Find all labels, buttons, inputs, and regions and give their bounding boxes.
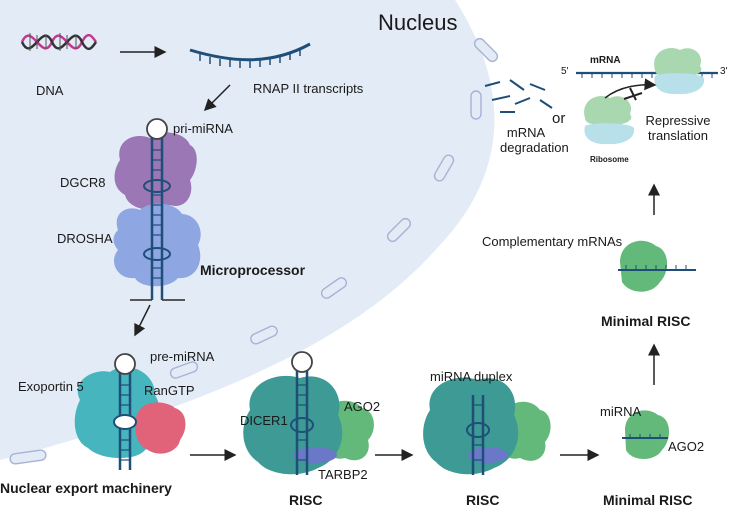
risc-duplex-complex — [423, 377, 551, 475]
rnap-label: RNAP II transcripts — [253, 81, 364, 96]
drosha-protein — [113, 203, 201, 287]
ribosome-large-top — [654, 48, 702, 77]
ago2-label-bottom: AGO2 — [668, 439, 705, 454]
nucleus-label: Nucleus — [378, 10, 458, 35]
nuclear-export-label: Nuclear export machinery — [0, 480, 172, 496]
dna-helix-icon — [20, 33, 98, 51]
mirna-duplex-label: miRNA duplex — [430, 369, 513, 384]
risc-dicer-complex — [243, 351, 374, 475]
minimal-risc-mid-label: Minimal RISC — [601, 313, 691, 329]
nucleus-region — [0, 0, 495, 460]
rangtp-label: RanGTP — [144, 383, 195, 398]
pri-mirna-label: pri-miRNA — [173, 121, 233, 136]
microprocessor-label: Microprocessor — [200, 262, 306, 278]
arrow-rnap-to-pri — [203, 84, 231, 112]
arrow-micro-to-export — [134, 304, 151, 337]
ago2-label-top: AGO2 — [344, 399, 381, 414]
nuclear-membrane — [9, 37, 499, 465]
minimal-risc-bottom — [622, 410, 670, 459]
drosha-label: DROSHA — [57, 231, 113, 246]
dna-label: DNA — [36, 83, 64, 98]
tarbp2-protein-2 — [468, 447, 508, 463]
minimal-risc-bottom-label: Minimal RISC — [603, 492, 693, 508]
mrna-fragments-icon — [484, 79, 553, 113]
exportin-label: Exoportin 5 — [18, 379, 84, 394]
ribosome-label: Ribosome — [590, 155, 629, 164]
rangtp-protein — [135, 402, 186, 454]
nuclear-export-complex — [74, 353, 186, 470]
dgcr8-label: DGCR8 — [60, 175, 106, 190]
five-prime-label: 5' — [561, 66, 569, 77]
risc-label-2: RISC — [466, 492, 500, 508]
tarbp2-protein-1 — [293, 447, 337, 463]
ribosome-large — [584, 96, 632, 125]
minimal-risc-mid — [618, 240, 696, 292]
ribosome-small-top — [654, 73, 705, 95]
microprocessor-complex — [113, 118, 201, 301]
dgcr8-protein — [114, 132, 197, 210]
or-label: or — [552, 110, 566, 127]
translation-panel — [576, 48, 718, 145]
mirna-label: miRNA — [600, 404, 642, 419]
risc-label-1: RISC — [289, 492, 323, 508]
three-prime-label: 3' — [720, 66, 728, 77]
mrna-label: mRNA — [590, 55, 621, 66]
complementary-mrnas-label: Complementary mRNAs — [482, 234, 623, 249]
ribosome-small — [584, 123, 635, 145]
dicer1-label: DICER1 — [240, 413, 288, 428]
pre-mirna-label: pre-miRNA — [150, 349, 215, 364]
tarbp2-label: TARBP2 — [318, 467, 368, 482]
rnap-transcript-icon — [189, 42, 311, 68]
